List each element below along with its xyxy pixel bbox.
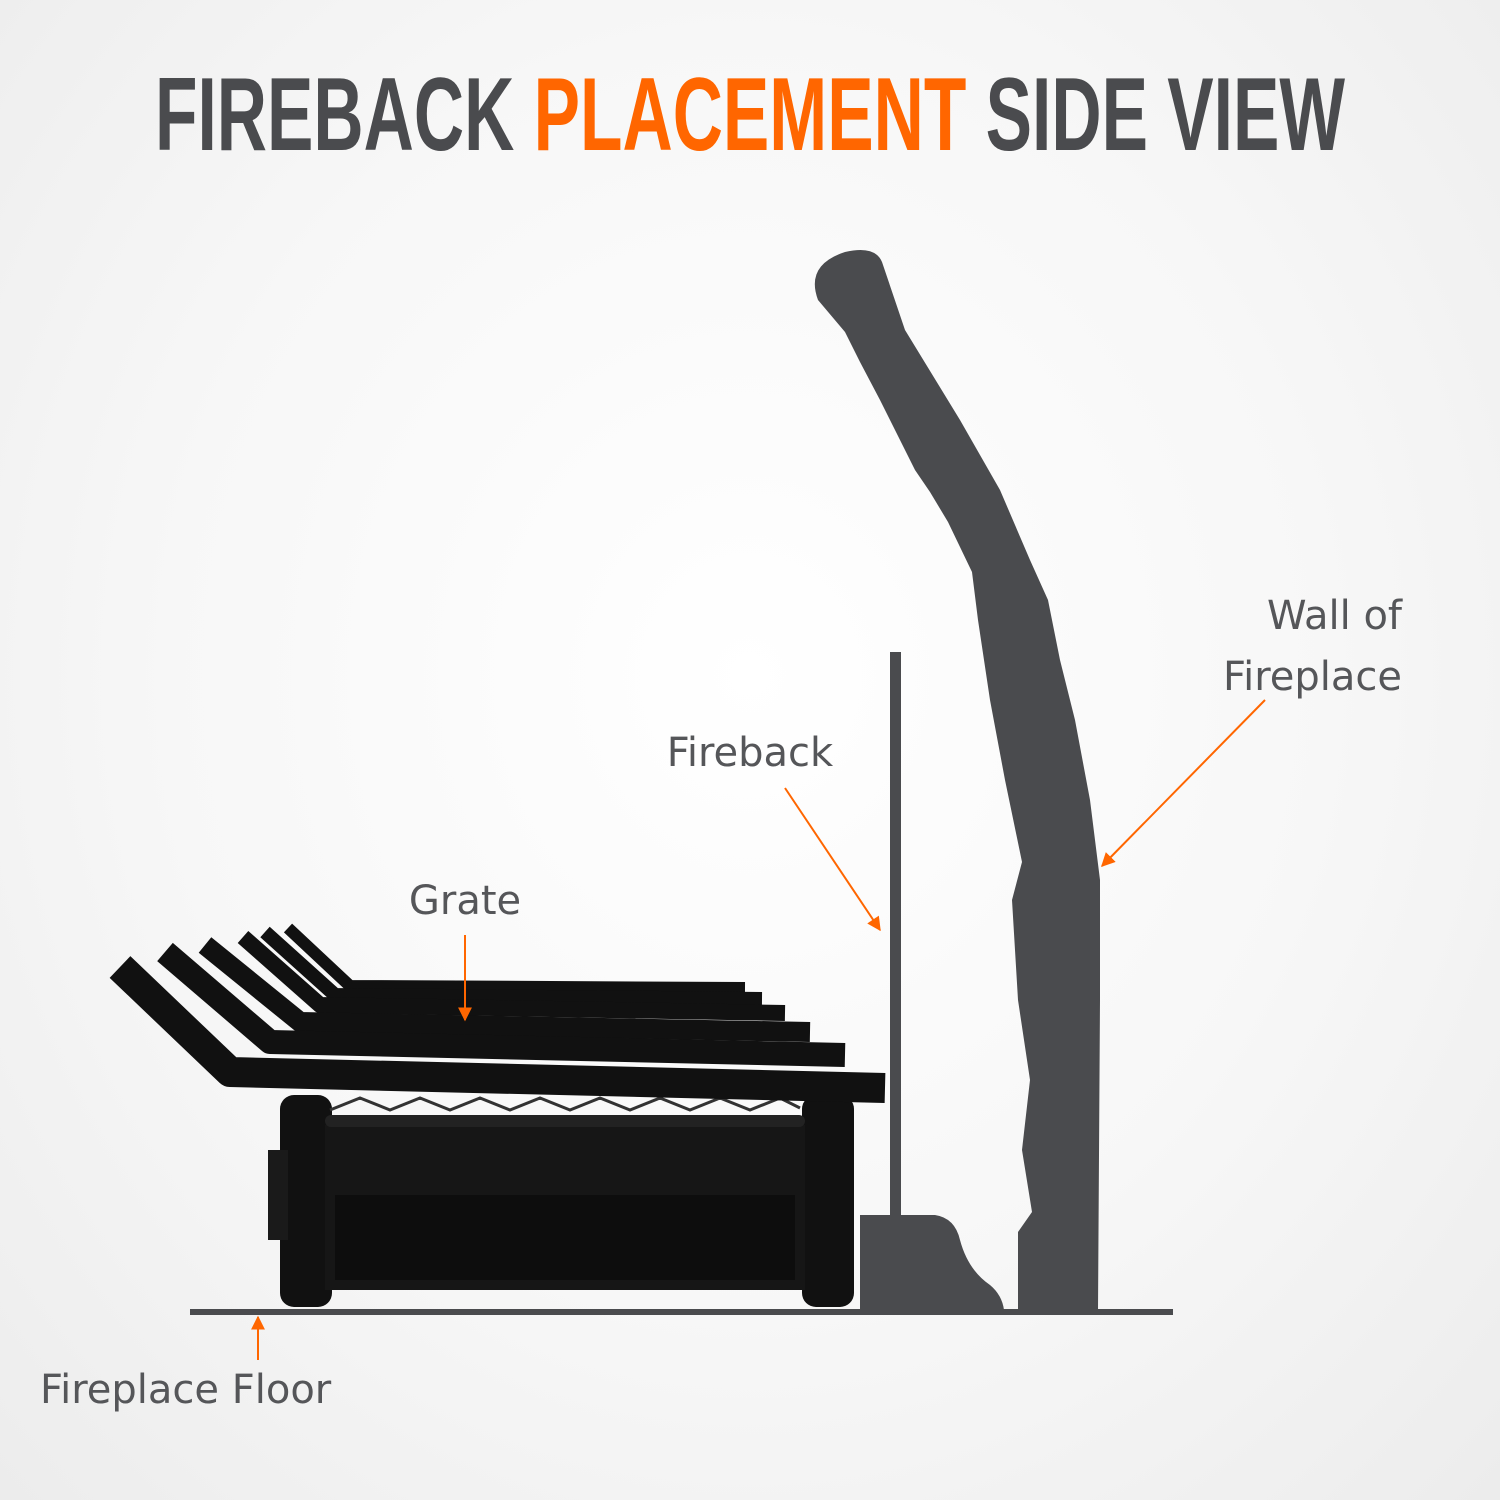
- fireplace-floor-line: [190, 1309, 1173, 1315]
- floor-label: Fireplace Floor: [40, 1367, 332, 1413]
- grate-label: Grate: [409, 878, 521, 924]
- grate-ash-pan-front: [335, 1195, 795, 1280]
- wall-arrow: [1101, 699, 1266, 867]
- grate-bar: [283, 923, 746, 994]
- grate-mesh: [329, 1096, 801, 1112]
- grate-left-leg: [280, 1095, 332, 1307]
- grate-bar: [260, 926, 763, 1006]
- grate-back-leg: [268, 1150, 288, 1240]
- title-part-1: FIREBACK: [155, 57, 514, 173]
- fireback-label: Fireback: [667, 730, 834, 776]
- grate-bar: [109, 956, 886, 1103]
- fireback-plate: [890, 652, 901, 1217]
- grate: [109, 923, 886, 1307]
- grate-bar: [157, 942, 846, 1067]
- title-part-3: SIDE VIEW: [986, 57, 1346, 173]
- title-part-2-highlight: PLACEMENT: [534, 57, 967, 173]
- grate-right-leg: [802, 1095, 854, 1307]
- wall-label-line-1: Wall of: [1267, 593, 1403, 639]
- fireback-footing: [860, 1215, 1004, 1310]
- wall-label-line-2: Fireplace: [1223, 654, 1402, 700]
- fireplace-wall: [814, 249, 1100, 1310]
- grate-rod: [325, 1115, 805, 1127]
- grate-bar: [198, 937, 811, 1042]
- page-title: FIREBACK PLACEMENT SIDE VIEW: [155, 57, 1346, 173]
- grate-bar: [237, 931, 786, 1021]
- fireback-arrow: [784, 787, 881, 932]
